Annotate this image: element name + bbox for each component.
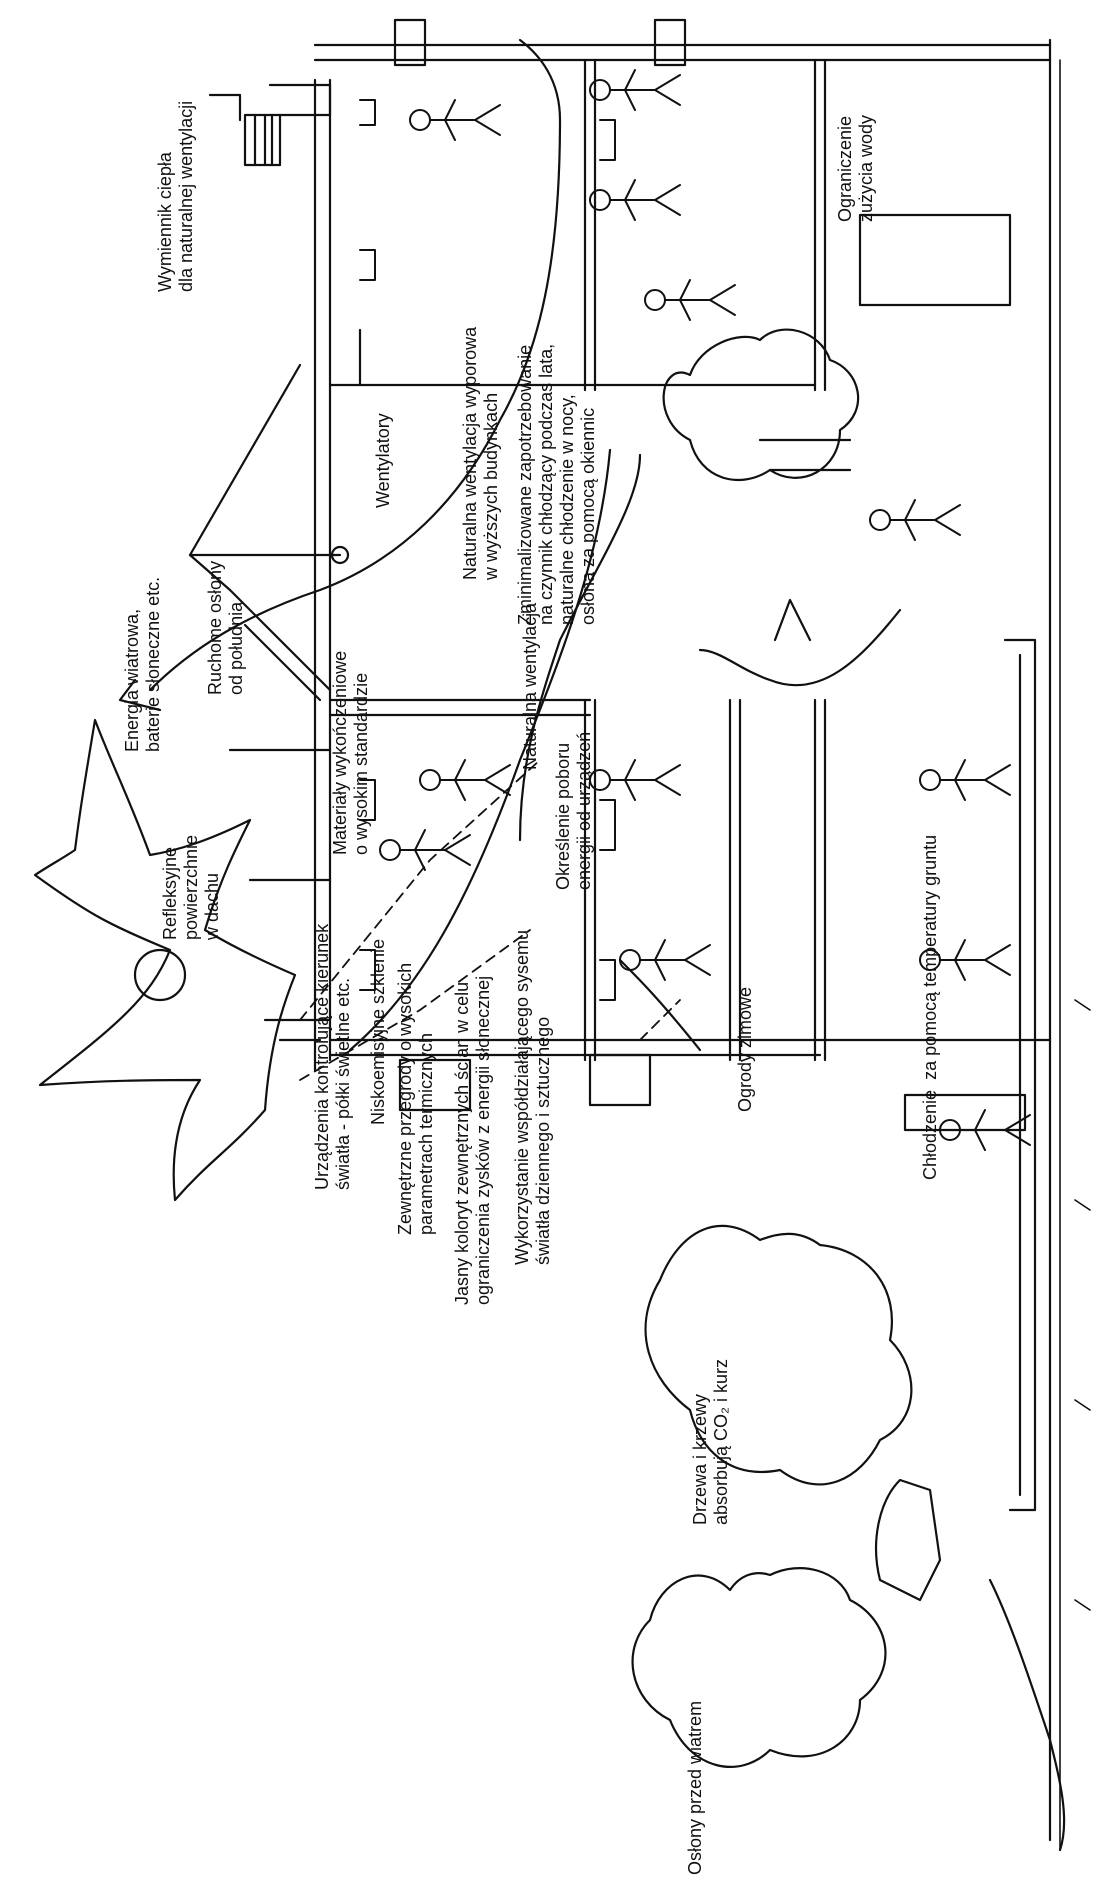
atrium-trees [664,330,858,480]
label-low-e-glazing: Niskoemisyjne szklenie [368,939,389,1125]
label-wind-solar: Energia wiatrowa, baterie słoneczne etc. [122,577,164,752]
label-daylight-system: Wykorzystanie współdziałającego sysemu ś… [512,930,554,1265]
label-light-colour: Jasny koloryt zewnętrznych ścian w celu … [452,976,494,1305]
airflow-arrows [120,40,900,1050]
label-natural-ventilation: Naturalna wentylacja [520,603,541,770]
label-reflective-roof: Refleksyjne powierzchnie w dachu [160,835,223,940]
label-cooling-minimized: Zminimalizowane zapotrzebowanie na czynn… [515,344,599,625]
heat-exchanger-unit [210,85,330,165]
label-energy-demand: Określenie poboru energii od urządzeń [553,732,595,890]
label-finishing-materials: Materiały wykończeniowe o wysokim standa… [330,651,372,855]
ground-hatching [1060,60,1090,1850]
label-winter-gardens: Ogrody zimowe [735,987,756,1112]
sun-icon [35,720,295,1200]
label-heat-exchanger: Wymiennik ciepła dla naturalnej wentylac… [155,101,197,292]
label-external-walls: Zewnętrzne przegrody o wysokich parametr… [395,963,437,1235]
ground-cooling-duct [1005,640,1035,1510]
label-water-limit: Ograniczenie zużycia wody [835,115,877,222]
label-fans: Wentylatory [373,413,394,508]
label-wind-shelter: Osłony przed wiatrem [685,1701,706,1875]
label-light-shelves: Urządzenia kontrolujące kierunek światła… [312,924,354,1190]
label-ground-cooling: Chłodzenie za pomocą temperatury gruntu [920,835,941,1180]
label-movable-shades: Ruchome osłony od południa [205,561,247,695]
label-stack-ventilation: Naturalna wentylacja wyporowa w wyższych… [460,327,502,580]
label-trees: Drzewa i krzewy absorbują CO₂ i kurz [690,1359,732,1525]
